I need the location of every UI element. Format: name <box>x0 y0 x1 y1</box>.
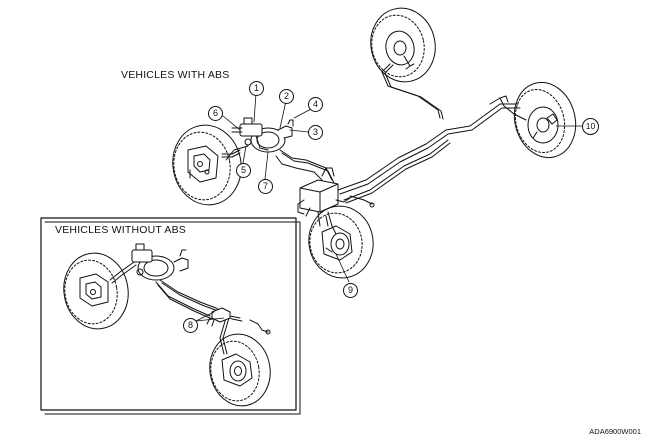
abs-brake-lines <box>221 63 527 235</box>
inset-brake-lines <box>109 261 271 355</box>
callout-1: 1 <box>249 81 264 96</box>
figure-code: ADA6900W001 <box>589 427 641 436</box>
with-abs-label: VEHICLES WITH ABS <box>121 69 230 81</box>
inset-front-left-wheel <box>63 252 129 330</box>
callout-4: 4 <box>308 97 323 112</box>
rear-left-wheel <box>370 7 436 83</box>
master-cylinder <box>231 117 294 153</box>
rear-right-wheel <box>513 81 577 159</box>
inset-front-right-wheel <box>209 333 271 407</box>
front-right-wheel <box>308 205 374 279</box>
without-abs-inset-frame <box>40 217 301 415</box>
callout-3: 3 <box>308 125 323 140</box>
callout-7: 7 <box>258 179 273 194</box>
abs-hydraulic-unit <box>297 167 351 227</box>
callout-9: 9 <box>343 283 358 298</box>
front-left-wheel <box>172 124 242 206</box>
inset-master-cylinder <box>131 243 189 281</box>
callout-5: 5 <box>236 163 251 178</box>
without-abs-label: VEHICLES WITHOUT ABS <box>55 224 186 236</box>
callout-leaders <box>195 92 584 322</box>
callout-2: 2 <box>279 89 294 104</box>
callout-6: 6 <box>208 106 223 121</box>
callout-10: 10 <box>582 118 599 135</box>
callout-8: 8 <box>183 318 198 333</box>
